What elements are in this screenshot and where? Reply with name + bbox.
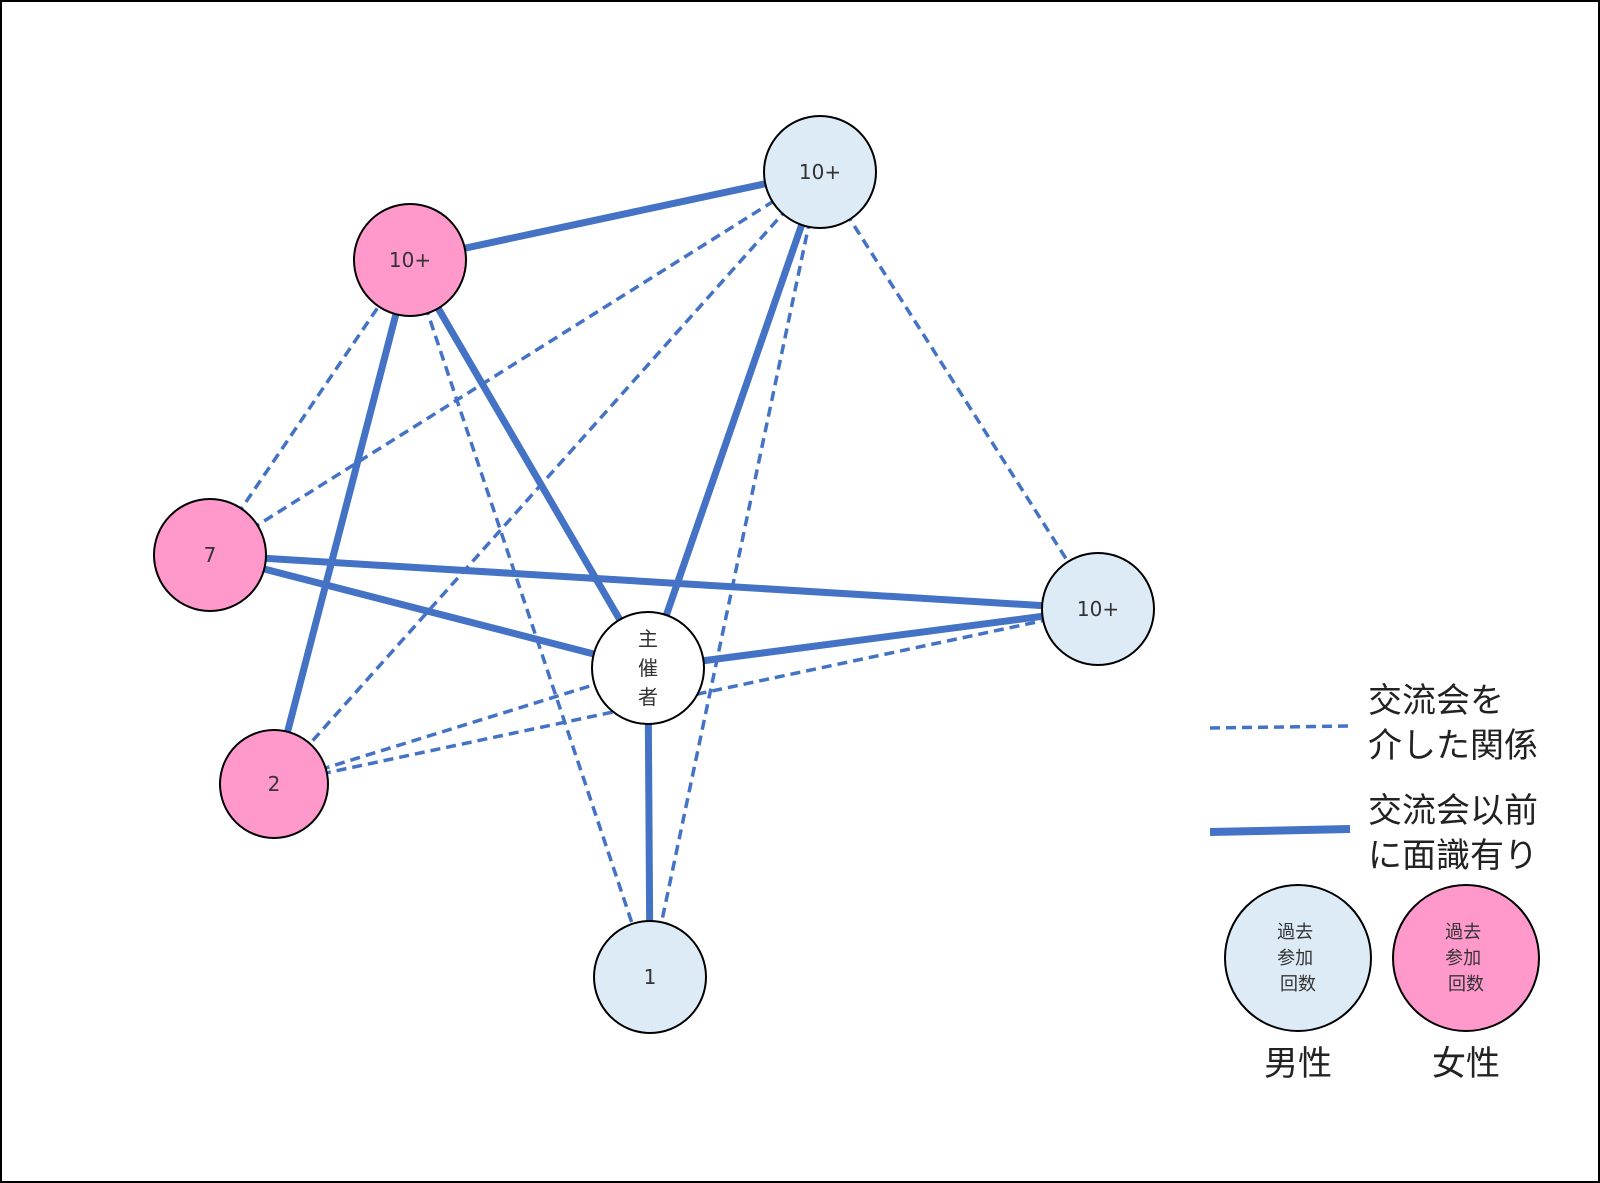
legend-female-node-text-line-3: 回数 [1448, 974, 1484, 995]
prior-acquaintance-edge-top_left_female-bottom_left_female [270, 259, 414, 785]
node-circle-organizer [591, 611, 705, 725]
legend-male-node-text-line-2: 参加 [1277, 948, 1313, 969]
nodes-layer: 10+ 10+ 7 10+ 主催者 2 1 [153, 115, 1155, 1034]
legend-female-node-text: 過去 参加 回数 [1445, 922, 1487, 995]
node-circle-bottom_male [593, 920, 707, 1034]
node-top_left_female: 10+ [353, 203, 467, 317]
legend-prior-text: 交流会以前 に面識有り [1368, 791, 1549, 876]
legend-female-node-text-line-2: 参加 [1445, 948, 1481, 969]
event-relation-edge-top_left_female-bottom_male [408, 259, 652, 978]
node-label-bottom_male: 1 [644, 965, 657, 989]
node-circle-top_left_female [353, 203, 467, 317]
node-circle-right_male [1041, 552, 1155, 666]
event-relation-edge-top_right_male-bottom_left_female [272, 170, 822, 786]
legend-prior-line [1209, 825, 1351, 836]
legend-event-text: 交流会を 介した関係 [1368, 681, 1538, 766]
legend-male-node [1224, 884, 1372, 1032]
prior-acquaintance-edge-top_left_female-organizer [406, 258, 652, 670]
node-bottom_male: 1 [593, 920, 707, 1034]
node-label-top_right_male: 10+ [799, 160, 841, 184]
event-relation-edge-left_female-top_right_male [209, 170, 821, 557]
node-label-line-organizer-1: 催 [638, 656, 658, 680]
node-label-right_male: 10+ [1077, 597, 1119, 621]
node-circle-bottom_left_female [219, 729, 329, 839]
node-label-line-organizer-2: 者 [638, 685, 658, 709]
node-label-organizer: 主催者 [638, 627, 658, 709]
event-relation-edge-top_right_male-right_male [818, 171, 1100, 610]
event-relation-edge-left_female-top_left_female [208, 259, 412, 556]
legend-event-text-line-2: 介した関係 [1368, 726, 1538, 766]
legend-prior-text-line-1: 交流会以前 [1368, 791, 1538, 831]
node-top_right_male: 10+ [763, 115, 877, 229]
legend-female-label: 女性 [1432, 1044, 1500, 1084]
legend-female-node-text-line-1: 過去 [1445, 922, 1481, 943]
node-organizer: 主催者 [591, 611, 705, 725]
node-bottom_left_female: 2 [219, 729, 329, 839]
event-relation-edge-top_right_male-bottom_male [648, 171, 822, 978]
legend: 交流会を 介した関係 交流会以前 に面識有り 過去 参加 回数 過去 参加 回数… [1209, 681, 1549, 1084]
edges-layer [208, 168, 1100, 978]
prior-acquaintance-edge-left_female-organizer [209, 551, 649, 672]
legend-prior-text-line-2: に面識有り [1368, 836, 1538, 876]
node-right_male: 10+ [1041, 552, 1155, 666]
node-label-top_left_female: 10+ [389, 248, 431, 272]
legend-male-node-text-line-1: 過去 [1277, 922, 1313, 943]
legend-male-node-text-line-3: 回数 [1280, 974, 1316, 995]
legend-male-node-text: 過去 参加 回数 [1277, 922, 1319, 995]
legend-event-line [1209, 724, 1351, 730]
prior-acquaintance-edge-left_female-right_male [209, 551, 1099, 613]
node-circle-top_right_male [763, 115, 877, 229]
legend-male-label: 男性 [1264, 1044, 1332, 1084]
event-relation-edge-bottom_left_female-organizer [273, 666, 649, 786]
prior-acquaintance-edge-organizer-right_male [647, 605, 1099, 672]
prior-acquaintance-edge-top_left_female-top_right_male [409, 168, 821, 264]
node-label-left_female: 7 [204, 543, 217, 567]
legend-female-node [1392, 884, 1540, 1032]
node-circle-left_female [153, 498, 267, 612]
node-label-line-organizer-0: 主 [638, 627, 658, 651]
legend-event-text-line-1: 交流会を [1368, 681, 1504, 721]
node-left_female: 7 [153, 498, 267, 612]
node-label-bottom_left_female: 2 [268, 772, 281, 796]
